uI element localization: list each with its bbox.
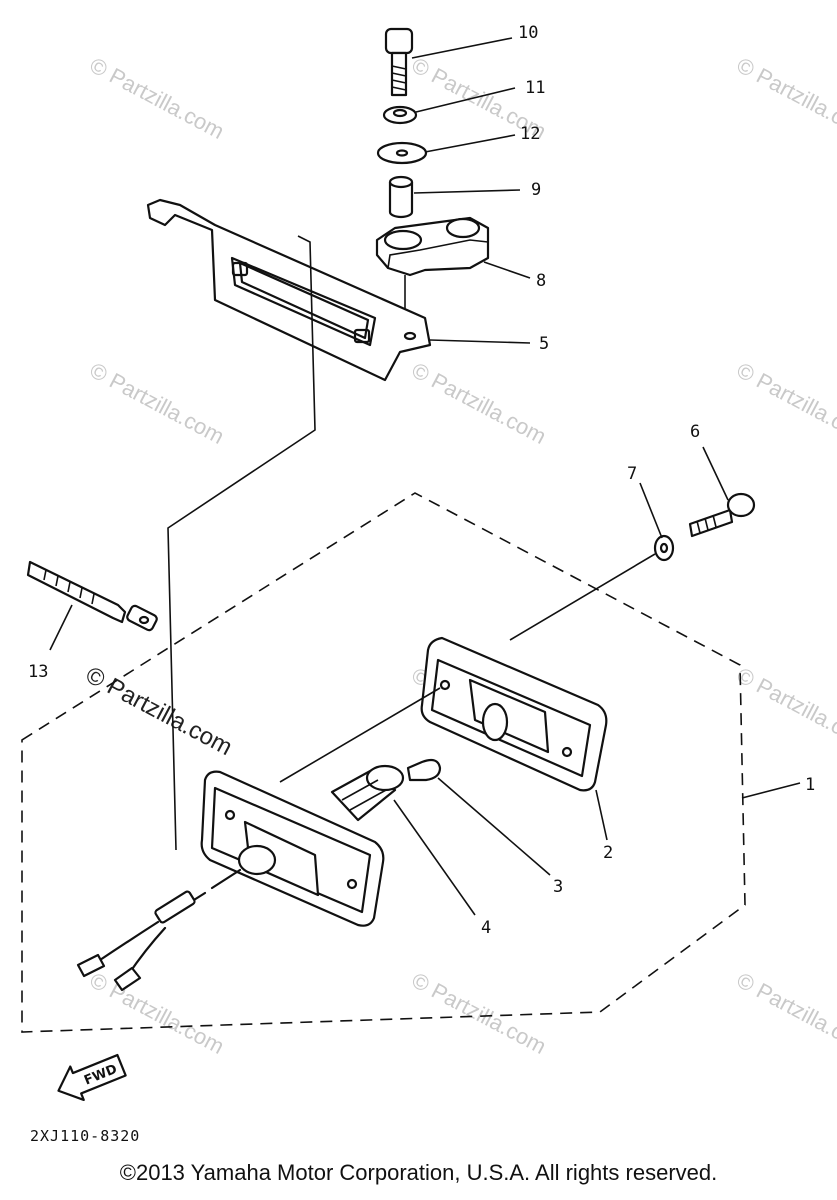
- assembly-outline: [21, 492, 746, 1033]
- collar-9: [388, 175, 414, 219]
- watermark: © Partzilla.com: [86, 967, 229, 1059]
- callouts: 10 11 12 9 8 5 6 7 13 1 2 3 4: [28, 23, 815, 938]
- alignment-line: [279, 687, 441, 783]
- plate-5: [146, 198, 432, 382]
- bulb-3: [406, 758, 442, 782]
- plain-washer-12: [376, 141, 428, 165]
- watermark: © Partzilla.com: [86, 52, 229, 144]
- watermark: © Partzilla.com: [408, 967, 551, 1059]
- lock-washer-11: [382, 105, 418, 125]
- callout-10: 10: [518, 23, 538, 43]
- copyright-notice: ©2013 Yamaha Motor Corporation, U.S.A. A…: [119, 1160, 718, 1185]
- callout-5: 5: [539, 334, 549, 354]
- bolt-6: [688, 492, 756, 538]
- socket-4: [330, 764, 405, 822]
- callout-8: 8: [536, 271, 546, 291]
- leader-lines: [49, 37, 801, 916]
- alignment-line: [167, 235, 316, 851]
- callout-6: 6: [690, 422, 700, 442]
- callout-13: 13: [28, 662, 48, 682]
- watermark-prominent: © Partzilla.com: [81, 661, 236, 761]
- watermark: © Partzilla.com: [408, 357, 551, 449]
- cable-tie-13: [26, 560, 158, 632]
- callout-3: 3: [553, 877, 563, 897]
- watermark: © Partzilla.com: [733, 967, 837, 1059]
- watermarks: © Partzilla.com © Partzilla.com © Partzi…: [81, 52, 837, 1059]
- callout-11: 11: [525, 78, 545, 98]
- alignment-line: [509, 553, 656, 641]
- bracket-8: [375, 216, 490, 277]
- bolt-10: [384, 27, 414, 97]
- callout-4: 4: [481, 918, 491, 938]
- callout-7: 7: [627, 464, 637, 484]
- callout-12: 12: [520, 124, 540, 144]
- callout-2: 2: [603, 843, 613, 863]
- callout-9: 9: [531, 180, 541, 200]
- housing: [200, 770, 385, 927]
- watermark: © Partzilla.com: [733, 357, 837, 449]
- fwd-arrow: FWD: [57, 1053, 127, 1102]
- wiring-harness: [76, 868, 242, 992]
- washer-7: [653, 534, 675, 562]
- diagram-code: 2XJ110-8320: [30, 1127, 140, 1145]
- watermark: © Partzilla.com: [86, 357, 229, 449]
- lens-2: [420, 636, 608, 792]
- callout-1: 1: [805, 775, 815, 795]
- watermark: © Partzilla.com: [733, 662, 837, 754]
- watermark: © Partzilla.com: [733, 52, 837, 144]
